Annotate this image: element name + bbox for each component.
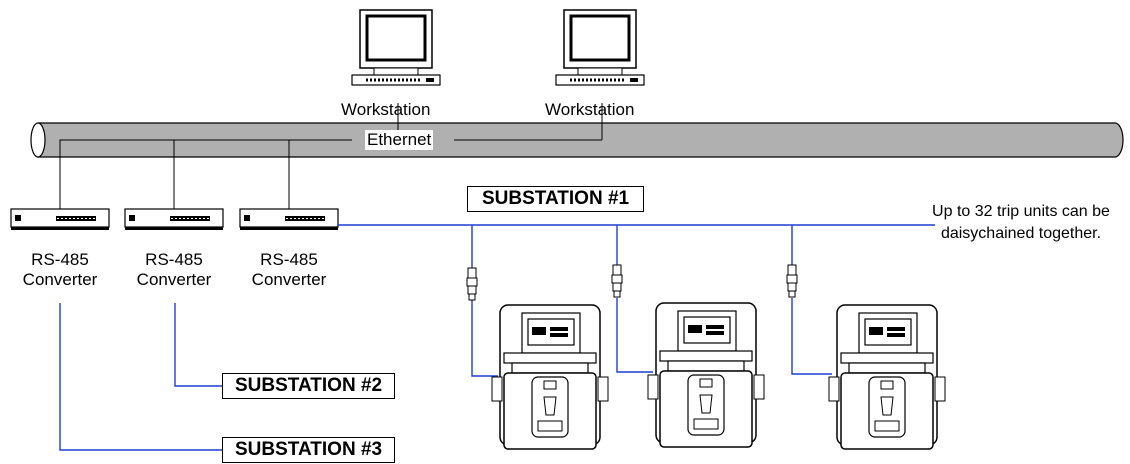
ethernet-label: Ethernet [365,130,434,150]
substation-3-label: SUBSTATION #3 [222,437,396,463]
rs485-wiring [59,224,935,451]
converter-label-line2: Converter [251,270,327,289]
converter-label-line2: Converter [136,270,212,289]
workstation-icon [554,8,646,87]
substation-1-label: SUBSTATION #1 [467,186,645,212]
converter-icon [239,208,339,231]
daisychain-note: Up to 32 trip units can be daisychained … [932,203,1110,242]
workstation-icon [350,8,442,87]
converter-label-line1: RS-485 [260,250,318,269]
trip-unit-icon [647,302,765,448]
substation-2-label: SUBSTATION #2 [222,373,396,399]
connector-icon [786,264,798,298]
converter-label-line1: RS-485 [145,250,203,269]
converter-icon [10,208,110,231]
workstation-label: Workstation [545,100,635,119]
ethernet-taps [59,103,603,210]
converter-label: RS-485 Converter [119,250,229,290]
workstation-label: Workstation [341,100,431,119]
trip-unit-icon [828,304,946,450]
converter-label: RS-485 Converter [234,250,344,290]
connector-icon [611,264,623,298]
trip-unit-icon [491,304,609,450]
converter-label-line1: RS-485 [31,250,89,269]
converter-label-line2: Converter [22,270,98,289]
connector-icon [466,267,478,301]
converter-icon [124,208,224,231]
converter-label: RS-485 Converter [5,250,115,290]
